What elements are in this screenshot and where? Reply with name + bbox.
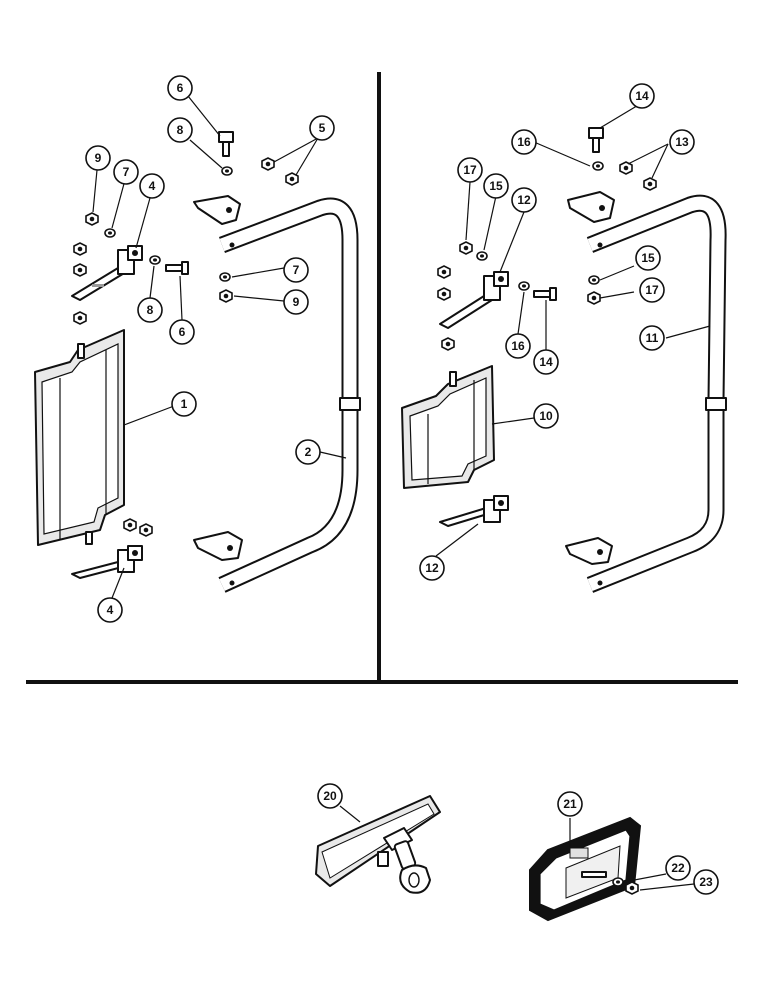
- mirror-head-1: [34, 329, 125, 546]
- mount-bracket-12-upper: [439, 271, 509, 329]
- callout-8-lower: 8: [137, 297, 163, 323]
- svg-text:15: 15: [641, 251, 655, 265]
- callout-15-top: 15: [483, 173, 509, 199]
- callout-7-top: 7: [113, 159, 139, 185]
- callout-12-bottom: 12: [419, 555, 445, 581]
- svg-text:6: 6: [179, 325, 186, 339]
- callout-14-top: 14: [629, 83, 655, 109]
- callout-4-bottom: 4: [97, 597, 123, 623]
- callout-17-right: 17: [639, 277, 665, 303]
- svg-text:17: 17: [645, 283, 659, 297]
- callout-6-top: 6: [167, 75, 193, 101]
- callout-10: 10: [533, 403, 559, 429]
- svg-text:6: 6: [177, 81, 184, 95]
- callout-6-lower: 6: [169, 319, 195, 345]
- callout-16-top: 16: [511, 129, 537, 155]
- callout-9-top: 9: [85, 145, 111, 171]
- svg-text:10: 10: [539, 409, 553, 423]
- arm-bracket-lower-right: [565, 537, 613, 565]
- callout-23: 23: [693, 869, 719, 895]
- svg-text:16: 16: [517, 135, 531, 149]
- callout-15-right: 15: [635, 245, 661, 271]
- callout-13: 13: [669, 129, 695, 155]
- left-mirror-assembly: [34, 131, 361, 593]
- svg-text:2: 2: [305, 445, 312, 459]
- svg-text:8: 8: [177, 123, 184, 137]
- svg-text:8: 8: [147, 303, 154, 317]
- callout-11: 11: [639, 325, 665, 351]
- callout-22: 22: [665, 855, 691, 881]
- callouts: 6 8 5 9 7 4 7 9 8 6 1 2 4 14 16 13 17 15…: [85, 75, 719, 895]
- svg-text:15: 15: [489, 179, 503, 193]
- callout-20: 20: [317, 783, 343, 809]
- callout-12-top: 12: [511, 187, 537, 213]
- svg-text:7: 7: [123, 165, 130, 179]
- svg-text:7: 7: [293, 263, 300, 277]
- arm-bracket-upper: [193, 195, 241, 225]
- arm-bracket-lower: [193, 531, 243, 561]
- mirror-head-10: [401, 365, 495, 489]
- mount-bracket-4-upper: [71, 245, 143, 301]
- hardware-right: [437, 127, 657, 351]
- svg-text:22: 22: [671, 861, 685, 875]
- support-arm-2: [218, 197, 361, 593]
- svg-text:23: 23: [699, 875, 713, 889]
- svg-text:4: 4: [107, 603, 114, 617]
- callout-5: 5: [309, 115, 335, 141]
- mount-bracket-4-lower: [71, 545, 143, 579]
- convex-mirror-21: [529, 816, 642, 922]
- arm-bracket-upper-right: [567, 191, 615, 223]
- svg-text:4: 4: [149, 179, 156, 193]
- callout-21: 21: [557, 791, 583, 817]
- svg-text:5: 5: [319, 121, 326, 135]
- svg-text:17: 17: [463, 163, 477, 177]
- mount-bracket-12-lower: [439, 495, 509, 527]
- svg-text:21: 21: [563, 797, 577, 811]
- svg-text:14: 14: [539, 355, 553, 369]
- hardware-left: [73, 131, 299, 537]
- callout-1: 1: [171, 391, 197, 417]
- callout-9-right: 9: [283, 289, 309, 315]
- svg-text:16: 16: [511, 339, 525, 353]
- svg-text:12: 12: [425, 561, 439, 575]
- support-arm-11: [586, 194, 727, 593]
- callout-7-right: 7: [283, 257, 309, 283]
- svg-text:9: 9: [293, 295, 300, 309]
- svg-text:20: 20: [323, 789, 337, 803]
- callout-17-top: 17: [457, 157, 483, 183]
- svg-text:13: 13: [675, 135, 689, 149]
- callout-4-top: 4: [139, 173, 165, 199]
- callout-16-lower: 16: [505, 333, 531, 359]
- svg-text:11: 11: [646, 331, 659, 345]
- svg-text:9: 9: [95, 151, 102, 165]
- callout-8-top: 8: [167, 117, 193, 143]
- callout-14-lower: 14: [533, 349, 559, 375]
- svg-text:14: 14: [635, 89, 649, 103]
- svg-text:1: 1: [181, 397, 188, 411]
- callout-2: 2: [295, 439, 321, 465]
- leader-lines: [92, 95, 711, 891]
- right-mirror-assembly: [401, 127, 727, 593]
- svg-text:12: 12: [517, 193, 531, 207]
- rearview-mirror-20: [315, 795, 441, 894]
